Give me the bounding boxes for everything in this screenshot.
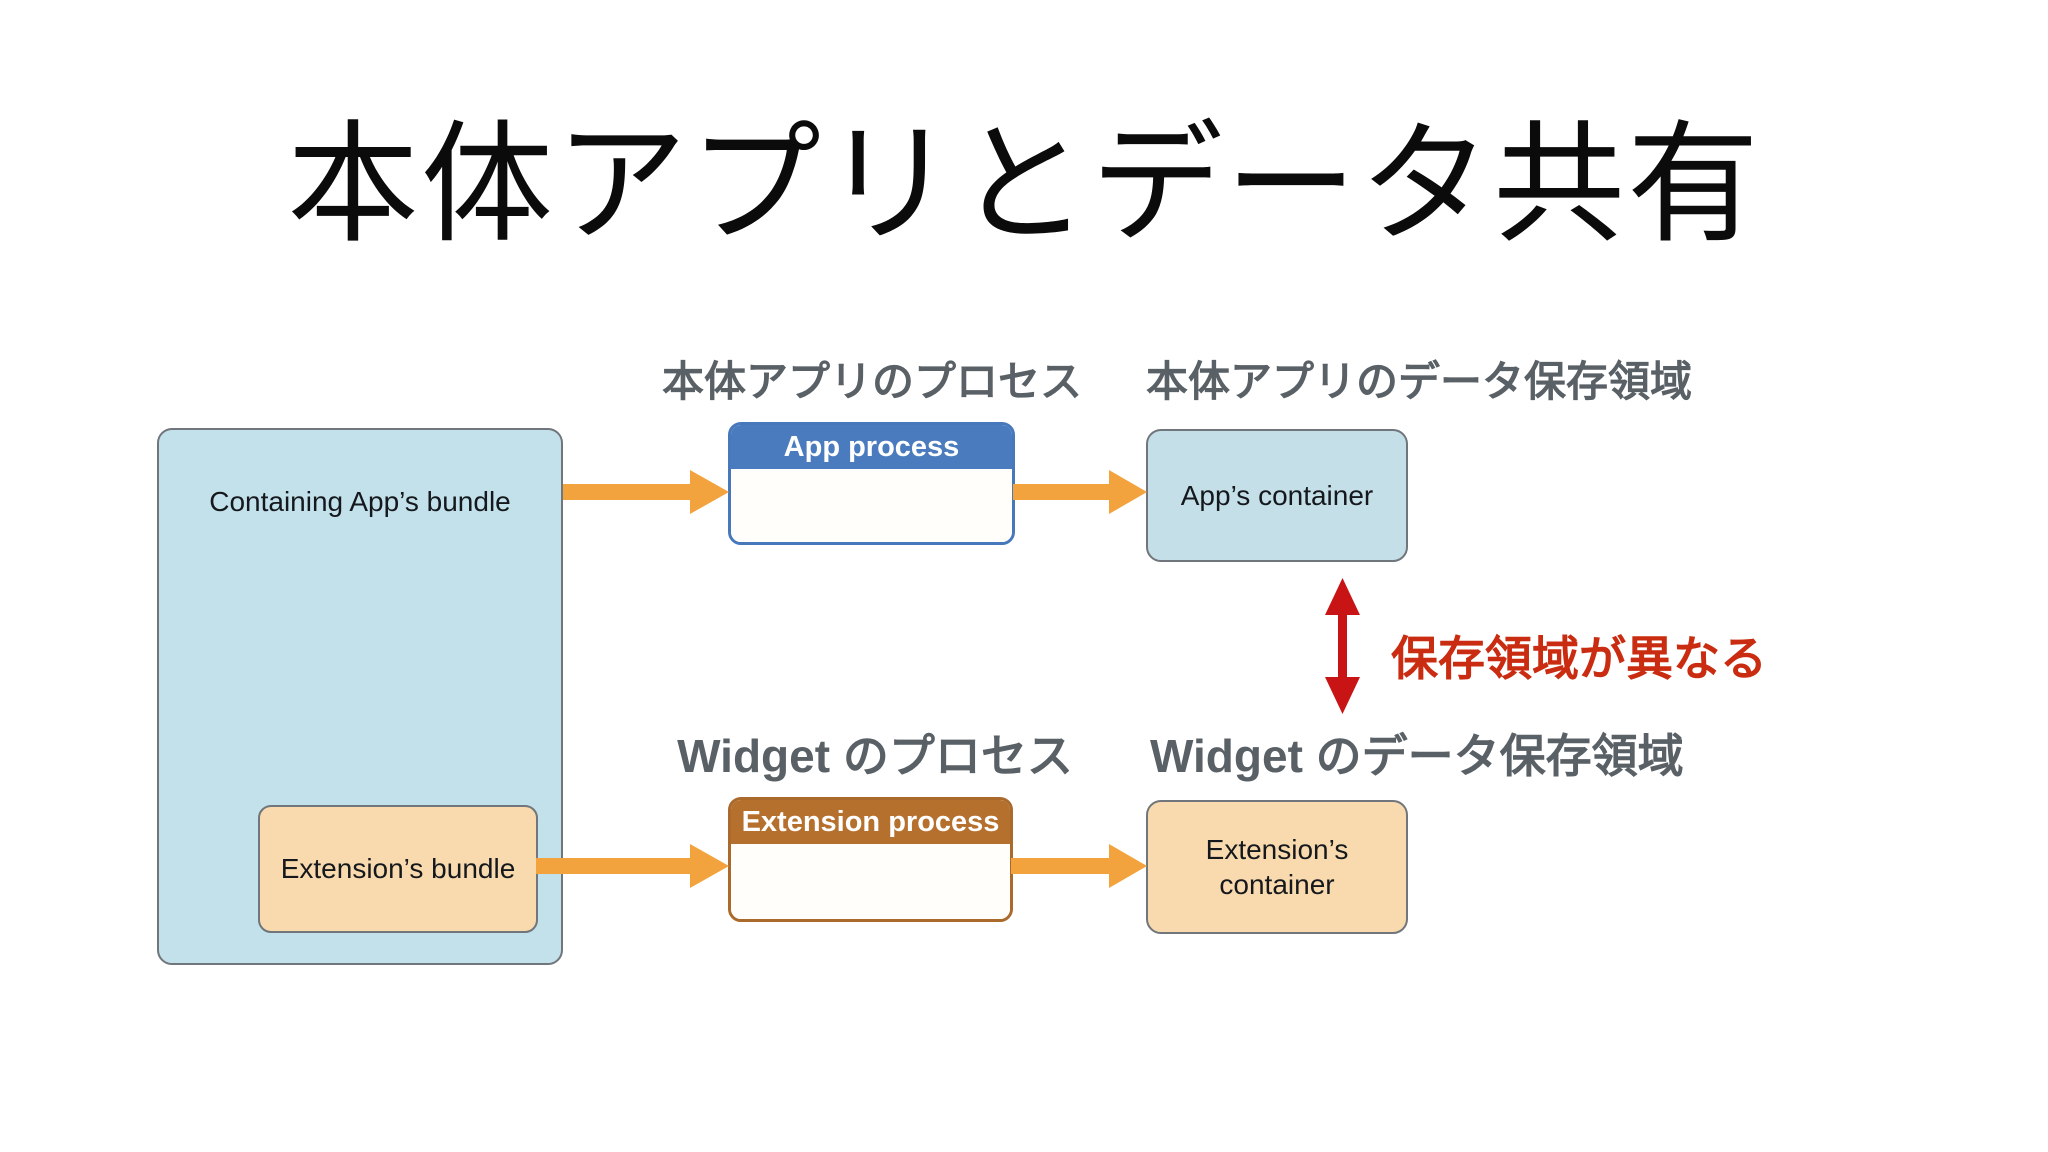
app-process-box: App process: [728, 422, 1015, 545]
extension-process-body: [731, 844, 1010, 919]
caption-widget-storage: Widget のデータ保存領域: [1150, 730, 1684, 782]
containing-app-bundle-label: Containing App’s bundle: [209, 486, 511, 517]
extension-bundle-box: Extension’s bundle: [258, 805, 538, 933]
extension-container-label: Extension’s container: [1205, 834, 1349, 900]
caption-app-storage: 本体アプリのデータ保存領域: [1146, 358, 1693, 405]
caption-app-process: 本体アプリのプロセス: [661, 358, 1083, 405]
extension-process-box: Extension process: [728, 797, 1013, 922]
extension-process-header: Extension process: [731, 800, 1010, 844]
extension-process-to-container-arrow: [1011, 844, 1147, 888]
storage-difference-note: 保存領域が異なる: [1391, 632, 1767, 685]
app-process-to-container-arrow: [1013, 470, 1147, 514]
extension-bundle-label: Extension’s bundle: [280, 853, 516, 884]
app-container-label: App’s container: [1180, 480, 1374, 511]
app-process-body: [731, 469, 1012, 542]
storage-difference-double-arrow: [1325, 578, 1360, 714]
slide-title: 本体アプリとデータ共有: [287, 111, 1761, 258]
extension-container-box: Extension’s container: [1146, 800, 1408, 934]
caption-widget-process: Widget のプロセス: [677, 730, 1073, 782]
bundle-to-app-process-arrow: [563, 470, 729, 514]
app-container-box: App’s container: [1146, 429, 1408, 562]
extension-bundle-to-process-arrow: [536, 844, 729, 888]
app-process-header: App process: [731, 425, 1012, 469]
